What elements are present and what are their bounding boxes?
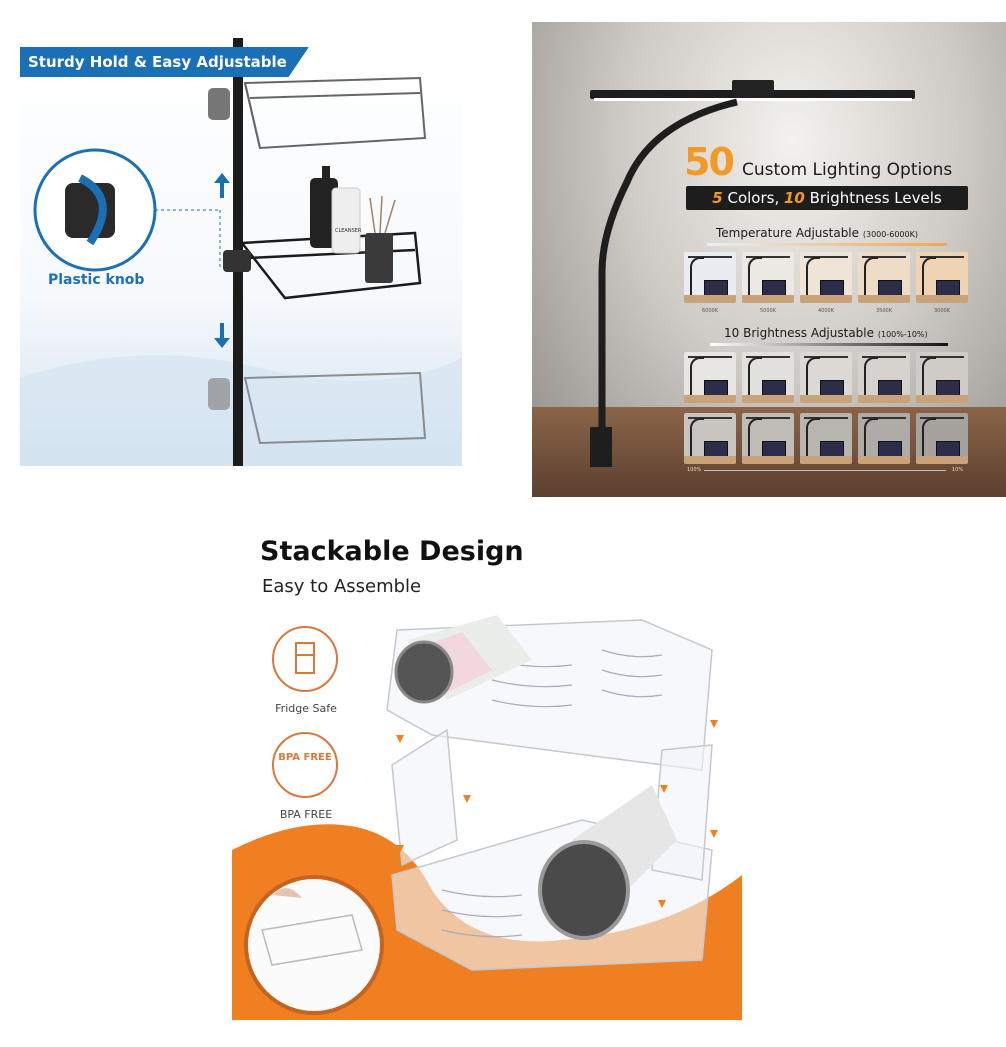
thumb-5000k <box>742 252 794 303</box>
desk-lamp-image: 50 Custom Lighting Options 5 Colors, 10 … <box>532 22 1006 497</box>
brightness-title: 10 Brightness Adjustable (100%-10%) <box>724 326 928 340</box>
brightness-thumb <box>916 413 968 464</box>
brightness-thumb <box>916 352 968 403</box>
brightness-scale-line <box>704 470 946 471</box>
bottle-label: CLEANSER <box>335 228 362 234</box>
brightness-thumb <box>858 413 910 464</box>
brightness-thumb <box>742 413 794 464</box>
options-count: 50 <box>684 140 735 184</box>
headline: Custom Lighting Options <box>742 160 953 180</box>
brightness-thumbs-row2 <box>684 413 968 464</box>
brightness-thumbs-row1 <box>684 352 968 403</box>
organizer-subtitle: Easy to Assemble <box>262 576 422 597</box>
brightness-gradient <box>710 343 948 346</box>
feature-banner: Sturdy Hold & Easy Adjustable <box>20 47 309 77</box>
temperature-range: (3000-6000K) <box>862 230 918 239</box>
organizer-illustration <box>232 615 742 1020</box>
brightness-thumb <box>800 352 852 403</box>
temperature-title: Temperature Adjustable (3000-6000K) <box>716 226 918 240</box>
brightness-thumb <box>800 413 852 464</box>
colors-count: 5 <box>712 189 723 207</box>
brightness-end: 10% <box>952 467 964 473</box>
temperature-gradient <box>707 243 947 246</box>
brightness-thumb <box>742 352 794 403</box>
organizer-image: Stackable Design Easy to Assemble Fridge… <box>232 520 742 1020</box>
temperature-thumbs <box>684 252 968 303</box>
bpa-free-icon: BPA FREE <box>272 732 338 798</box>
brightness-text: Brightness Levels <box>804 189 942 207</box>
brightness-count: 10 <box>784 189 805 207</box>
caddy-illustration <box>20 38 462 466</box>
brightness-start: 100% <box>687 467 702 473</box>
subheadline-badge: 5 Colors, 10 Brightness Levels <box>686 186 968 210</box>
thumb-3500k <box>858 252 910 303</box>
colors-text: Colors, <box>722 189 784 207</box>
brightness-range: (100%-10%) <box>877 330 928 339</box>
shower-caddy-image: Sturdy Hold & Easy Adjustable Plastic kn… <box>20 38 462 466</box>
detail-magnifier <box>244 875 384 1015</box>
feature-label-fridge: Fridge Safe <box>275 702 337 715</box>
brightness-thumb <box>858 352 910 403</box>
brightness-thumb <box>684 413 736 464</box>
brightness-thumb <box>684 352 736 403</box>
thumb-3000k <box>916 252 968 303</box>
organizer-title: Stackable Design <box>260 536 524 567</box>
feature-label-bpa: BPA FREE <box>279 808 333 821</box>
fridge-icon <box>272 626 338 692</box>
lamp-illustration <box>590 80 915 467</box>
knob-label: Plastic knob <box>48 272 145 288</box>
thumb-6000k <box>684 252 736 303</box>
thumb-4000k <box>800 252 852 303</box>
